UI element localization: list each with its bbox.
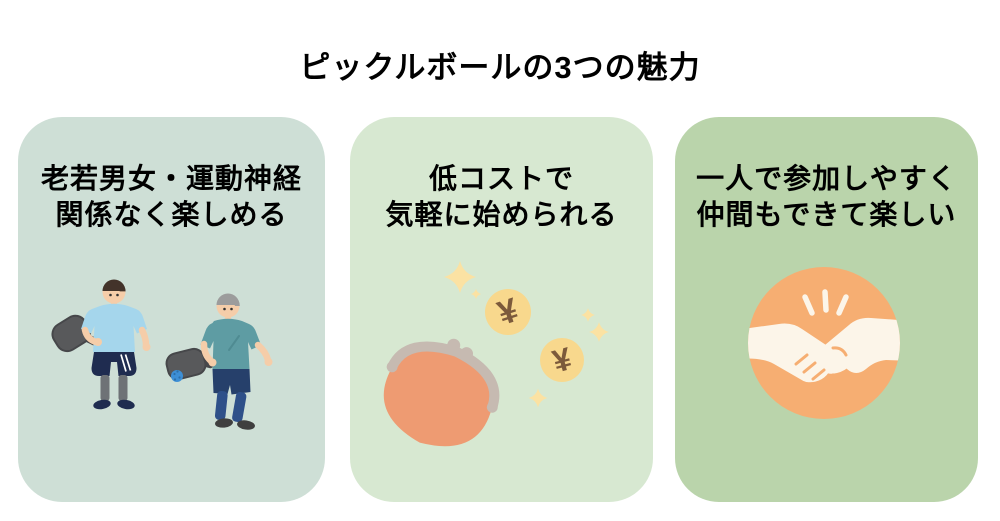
sparkle-icon (470, 288, 482, 300)
card-heading-line-2: 関係なく楽しめる (55, 199, 288, 230)
yen-coin-icon: ¥ (485, 289, 531, 335)
card-heading-line-1: 低コストで (428, 163, 574, 194)
young-player-figure (51, 279, 151, 410)
card-all-ages: 老若男女・運動神経 関係なく楽しめる (18, 117, 325, 502)
page-title: ピックルボールの3つの魅力 (299, 50, 701, 85)
two-players-icon (51, 279, 273, 430)
clasp-knob (460, 347, 474, 361)
coin-purse-illustration: ¥ ¥ (383, 261, 609, 447)
card-heading-line-1: 老若男女・運動神経 (40, 163, 302, 194)
yen-coin-icon: ¥ (540, 338, 584, 382)
hand (798, 353, 832, 383)
sparkle-icon (589, 322, 609, 342)
shorts (91, 352, 137, 376)
card-heading: 低コストで 気軽に始められる (350, 161, 653, 233)
sparkle-icon (528, 388, 548, 408)
finger-lines (794, 346, 848, 386)
hair (102, 279, 126, 291)
pickleball-ball-icon (171, 370, 183, 382)
clasp-knob (447, 338, 461, 352)
pants (212, 369, 251, 395)
old-player-figure (165, 293, 273, 430)
card-heading-line-2: 仲間もできて楽しい (696, 199, 957, 230)
sparkle-icon (444, 261, 476, 293)
card-heading: 一人で参加しやすく 仲間もできて楽しい (675, 161, 978, 233)
card-heading-line-2: 気軽に始められる (385, 199, 618, 230)
tshirt (81, 303, 147, 352)
handshake-illustration (748, 267, 900, 419)
rays-icon (802, 289, 849, 316)
card-easy-to-join: 一人で参加しやすく 仲間もできて楽しい (675, 117, 978, 502)
card-heading: 老若男女・運動神経 関係なく楽しめる (18, 161, 325, 233)
card-heading-line-1: 一人で参加しやすく (696, 163, 957, 194)
tshirt (200, 318, 261, 369)
hair (216, 293, 240, 305)
sparkle-icon (581, 308, 595, 322)
handshake-icon (748, 267, 900, 419)
coin-purse-icon (383, 338, 500, 447)
card-low-cost: 低コストで 気軽に始められる ¥ ¥ (350, 117, 653, 502)
